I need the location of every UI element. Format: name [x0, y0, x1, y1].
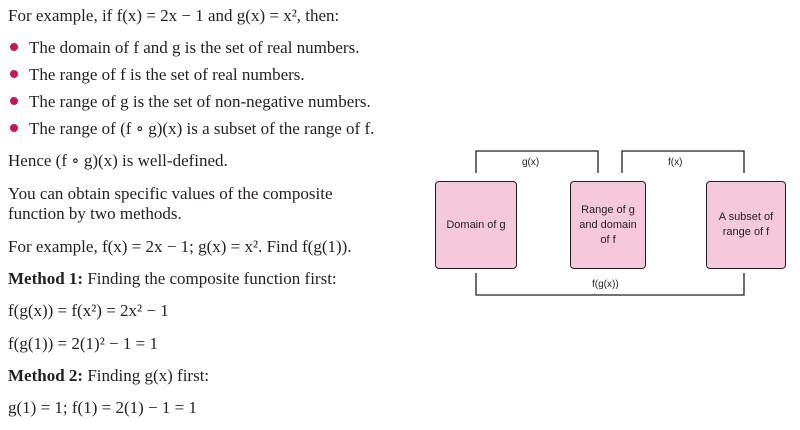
g-bracket — [475, 150, 599, 173]
equation-1: f(g(x)) = f(x²) = 2x² − 1 — [8, 301, 169, 320]
equation-2: f(g(1)) = 2(1)² − 1 = 1 — [8, 334, 158, 353]
bullet-item: The range of f is the set of real number… — [10, 65, 305, 85]
fg-mapping-label: f(g(x)) — [592, 279, 619, 290]
bullet-item: The domain of f and g is the set of real… — [10, 38, 359, 58]
intro-line: For example, if f(x) = 2x − 1 and g(x) =… — [8, 6, 340, 25]
method-2-label: Method 2: — [8, 366, 84, 385]
g-mapping-label: g(x) — [522, 157, 540, 168]
fg-bracket — [475, 273, 745, 296]
composite-function-diagram: g(x) f(x) f(g(x)) Domain of g Range of g… — [430, 145, 790, 305]
bullet-icon — [10, 70, 18, 78]
bullet-text: The range of f is the set of real number… — [29, 65, 305, 84]
domain-of-g-label: Domain of g — [446, 218, 506, 231]
bullet-text: The range of (f ∘ g)(x) is a subset of t… — [29, 119, 375, 138]
subset-range-f-label: A subset of range of f — [718, 211, 774, 238]
equation-3: g(1) = 1; f(1) = 2(1) − 1 = 1 — [8, 398, 197, 417]
range-g-domain-f-label: Range of g and domain of f — [579, 203, 637, 246]
bullet-item: The range of g is the set of non-negativ… — [10, 92, 371, 112]
bullet-icon — [10, 97, 18, 105]
subset-range-f-box: A subset of range of f — [706, 181, 786, 269]
method-1-text: Finding the composite function first: — [83, 269, 337, 288]
method-2-line: Method 2: Finding g(x) first: — [8, 366, 209, 386]
example-line: For example, f(x) = 2x − 1; g(x) = x². F… — [8, 237, 352, 256]
obtain-line-2: function by two methods. — [8, 204, 182, 223]
domain-of-g-box: Domain of g — [435, 181, 517, 269]
method-1-line: Method 1: Finding the composite function… — [8, 269, 337, 289]
obtain-line-1: You can obtain specific values of the co… — [8, 184, 333, 203]
f-bracket — [621, 150, 745, 173]
hence-line: Hence (f ∘ g)(x) is well-defined. — [8, 151, 228, 170]
bullet-icon — [10, 124, 18, 132]
bullet-text: The range of g is the set of non-negativ… — [29, 92, 371, 111]
bullet-icon — [10, 43, 18, 51]
bullet-item: The range of (f ∘ g)(x) is a subset of t… — [10, 119, 374, 139]
method-2-text: Finding g(x) first: — [83, 366, 210, 385]
diagram-brackets — [475, 150, 745, 296]
f-mapping-label: f(x) — [668, 157, 683, 168]
bullet-text: The domain of f and g is the set of real… — [29, 38, 360, 57]
range-g-domain-f-box: Range of g and domain of f — [570, 181, 646, 269]
method-1-label: Method 1: — [8, 269, 84, 288]
